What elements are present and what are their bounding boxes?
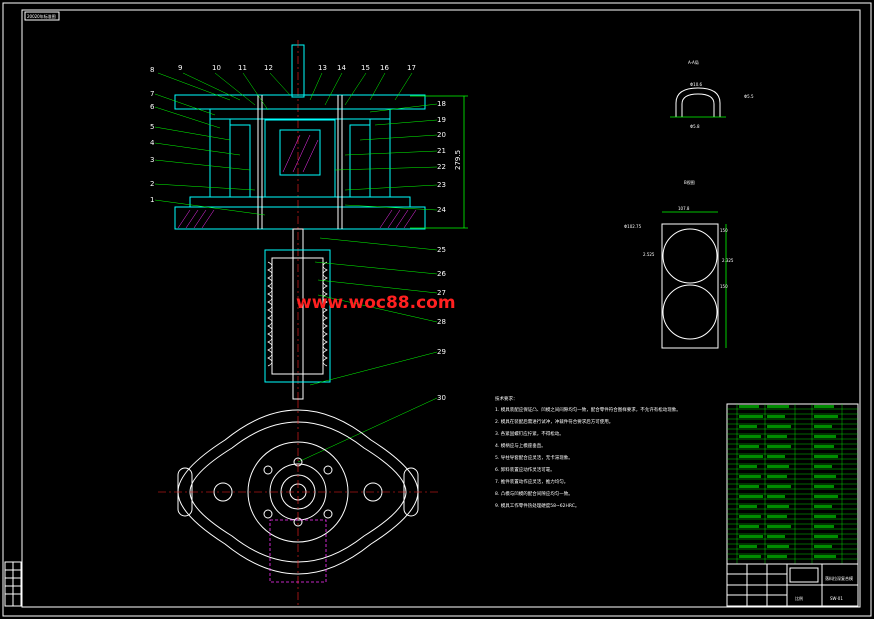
- part-label: 2: [150, 180, 154, 188]
- part-label: 11: [238, 64, 247, 72]
- watermark: www.woc88.com: [296, 293, 456, 313]
- part-label: 24: [437, 206, 446, 214]
- detail-b-title: B视图: [684, 179, 695, 185]
- part-label: 21: [437, 147, 446, 155]
- titlebar-box: [24, 11, 60, 21]
- part-label: 7: [150, 90, 154, 98]
- detail-top-dim-1: Φ5.5: [744, 94, 754, 99]
- part-label: 1: [150, 196, 154, 204]
- part-label: 3: [150, 156, 154, 164]
- inner-frame: [21, 9, 861, 608]
- part-label: 13: [318, 64, 327, 72]
- tech-note-3: 4. 模柄应与上模座垂直。: [495, 442, 546, 449]
- part-label: 16: [380, 64, 389, 72]
- tech-note-1: 2. 模具在装配后需进行试冲，冲裁件符合要求后方可使用。: [495, 418, 613, 425]
- part-label: 14: [337, 64, 346, 72]
- detail-top-dim-0: Φ10.6: [690, 82, 703, 87]
- parts-list-table: [726, 403, 859, 565]
- part-label: 29: [437, 348, 446, 356]
- tech-note-2: 3. 各紧固螺钉应拧紧，不得松动。: [495, 430, 564, 437]
- height-dimension-text: 279.5: [454, 150, 462, 170]
- detail-b-dim-2: 2.525: [643, 252, 655, 257]
- part-labels-right: 18 19 20 21 22 23 24 25 26 27 28 29 30: [437, 100, 446, 402]
- detail-b-dim-5: 150: [720, 284, 728, 289]
- detail-b-dim-1: Φ102.75: [624, 224, 642, 229]
- detail-b-dim-3: 2.325: [722, 258, 734, 263]
- detail-top-title: A-A局: [688, 60, 699, 65]
- part-label: 9: [178, 64, 182, 72]
- part-label: 18: [437, 100, 446, 108]
- title-block-drawing-no: SW-01: [830, 596, 843, 601]
- part-label: 10: [212, 64, 221, 72]
- tech-notes: 技术要求： 1. 模具装配应保证凸、凹模之间间隙均匀一致，配合零件符合图样要求，…: [495, 395, 681, 509]
- title-block: 落料拉深复合模 SW-01 比例: [726, 563, 859, 607]
- tech-note-7: 8. 凸模与凹模的配合间隙应均匀一致。: [495, 490, 573, 497]
- tech-note-4: 5. 导柱导套配合应灵活，无卡滞现象。: [495, 454, 573, 461]
- title-block-side: 比例: [795, 595, 803, 601]
- part-label: 19: [437, 116, 446, 124]
- part-label: 30: [437, 394, 446, 402]
- part-labels-left: 8 7 6 5 4 3 2 1: [150, 66, 155, 204]
- main-section-view: [174, 40, 426, 400]
- part-labels-top: 9 10 11 12 13 14 15 16 17: [178, 64, 416, 72]
- part-label: 28: [437, 318, 446, 326]
- part-label: 27: [437, 289, 446, 297]
- part-label: 8: [150, 66, 154, 74]
- spring-coils: [267, 261, 328, 367]
- detail-view-top: A-A局 Φ10.6 Φ5.5 Φ5.8: [670, 60, 754, 129]
- part-label: 5: [150, 123, 154, 131]
- part-label: 4: [150, 139, 155, 147]
- part-label: 17: [407, 64, 416, 72]
- detail-b-dim-0: 107.8: [678, 206, 690, 211]
- part-label: 12: [264, 64, 273, 72]
- part-label: 26: [437, 270, 446, 278]
- plan-view: [158, 400, 440, 605]
- detail-view-b: B视图 107.8 Φ102.75 2.525 2.325 150 150: [624, 179, 734, 349]
- titlebar-text: 20020年标准图: [27, 13, 56, 19]
- part-label: 25: [437, 246, 446, 254]
- revision-strip: [4, 561, 22, 607]
- tech-note-5: 6. 卸料装置应动作灵活可靠。: [495, 466, 555, 473]
- tech-note-0: 1. 模具装配应保证凸、凹模之间间隙均匀一致，配合零件符合图样要求，不允许有松动…: [495, 406, 681, 413]
- tech-notes-title: 技术要求：: [495, 395, 518, 402]
- detail-b-dim-4: 150: [720, 228, 728, 233]
- part-label: 22: [437, 163, 446, 171]
- part-label: 20: [437, 131, 446, 139]
- part-label: 23: [437, 181, 446, 189]
- tech-note-6: 7. 推件装置动作应灵活，推力均匀。: [495, 478, 568, 485]
- tech-note-8: 9. 模具工作零件热处理硬度58~62HRC。: [495, 502, 579, 509]
- title-block-name: 落料拉深复合模: [825, 575, 853, 581]
- detail-top-dim-2: Φ5.8: [690, 124, 700, 129]
- leader-lines: [154, 72, 438, 463]
- part-label: 15: [361, 64, 370, 72]
- part-label: 6: [150, 103, 155, 111]
- height-dimension: 279.5: [410, 95, 468, 229]
